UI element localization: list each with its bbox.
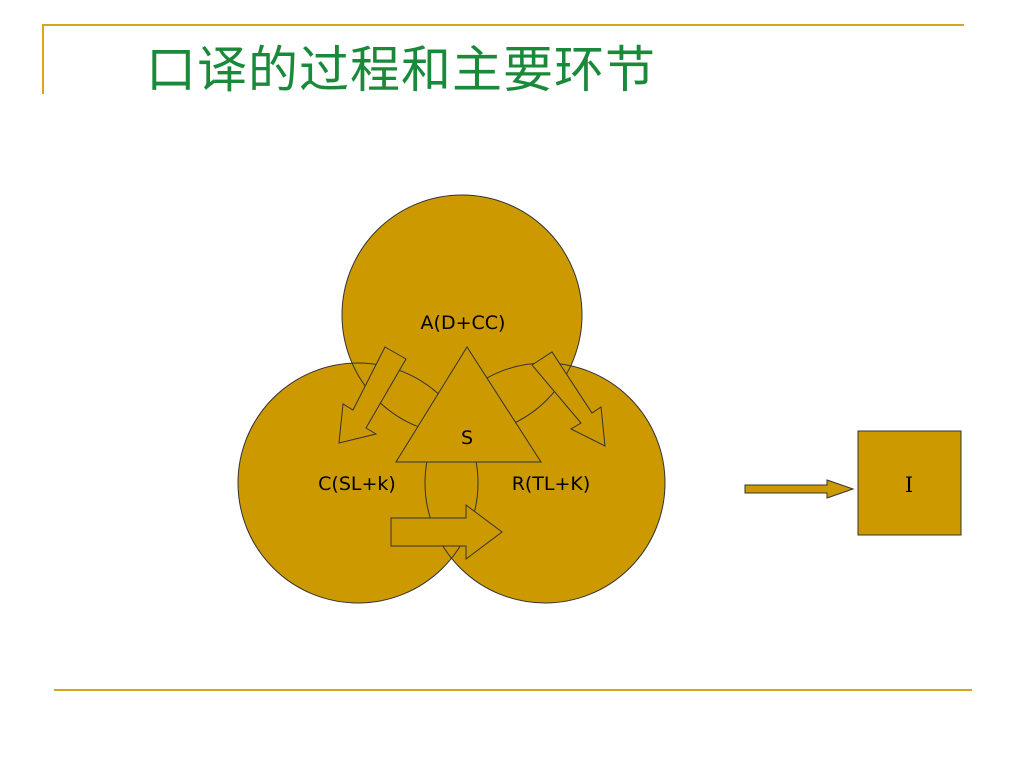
top-rule [42,24,964,26]
label-c: C(SL+k) [318,473,396,495]
box-i [857,430,962,536]
triangle-s [395,346,542,463]
arrow-c-to-r [390,504,503,560]
arrow-to-i [744,479,855,499]
arrow-a-to-c [338,346,407,444]
slide-title: 口译的过程和主要环节 [146,41,656,99]
label-s: S [461,427,473,449]
overlap-arc-c [424,363,478,603]
label-a: A(D+CC) [421,312,506,334]
arrow-a-to-r [531,351,606,447]
label-i: I [905,473,913,497]
label-r: R(TL+K) [512,473,591,495]
left-rule [42,24,44,94]
bottom-rule [54,689,972,691]
